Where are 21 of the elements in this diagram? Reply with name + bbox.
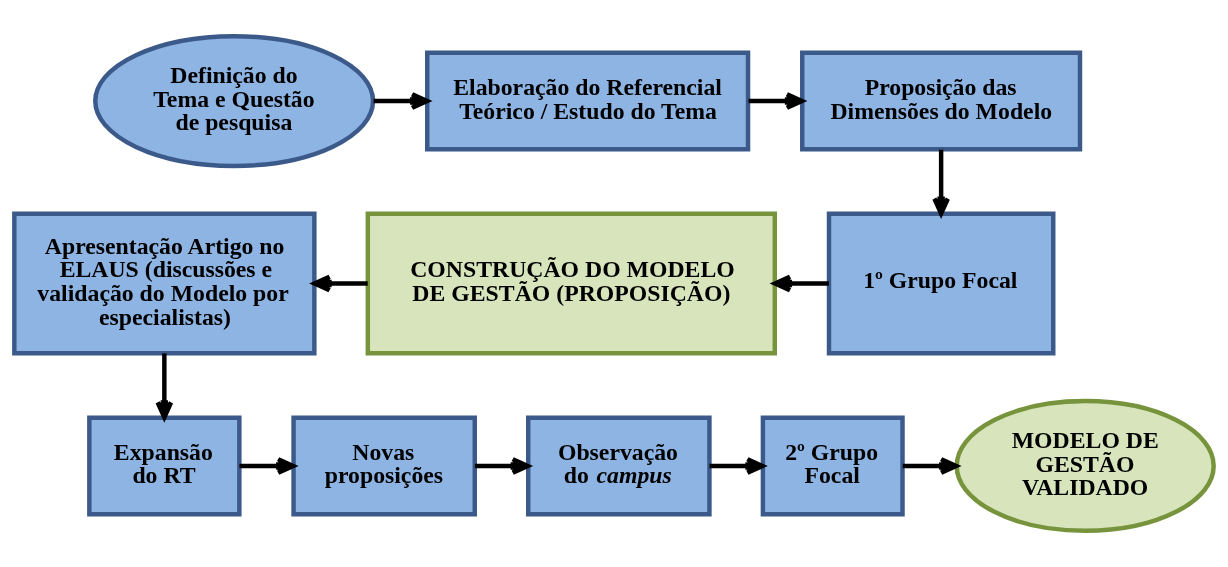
arrow (239, 457, 296, 475)
node-box: Observação do campus (526, 415, 712, 517)
node-ellipse: MODELO DE GESTÃO VALIDADO (954, 398, 1216, 534)
node-ellipse: Definição do Tema e Questão de pesquisa (93, 33, 376, 169)
arrow (373, 92, 430, 110)
node-box: Novas proposições (291, 415, 477, 517)
arrow (312, 274, 368, 293)
node-box: 1º Grupo Focal (826, 211, 1056, 356)
node-box: Expansão do RT (87, 415, 242, 517)
arrow (748, 92, 805, 110)
node-box: Elaboração do Referencial Teórico / Estudo do Tema (425, 50, 751, 152)
arrow (932, 149, 951, 216)
arrow (772, 274, 829, 293)
node-box: CONSTRUÇÃO DO MODELO DE GESTÃO (PROPOSIÇÃO) (365, 211, 777, 356)
node-box: Proposição das Dimensões do Modelo (800, 50, 1083, 152)
node-box: 2º Grupo Focal (760, 415, 905, 517)
arrow (902, 457, 959, 475)
arrow (709, 457, 765, 475)
arrow (474, 457, 530, 475)
arrow (155, 353, 174, 420)
node-box: Apresentação Artigo no ELAUS (discussões e validação do Modelo por especialistas) (12, 211, 317, 356)
